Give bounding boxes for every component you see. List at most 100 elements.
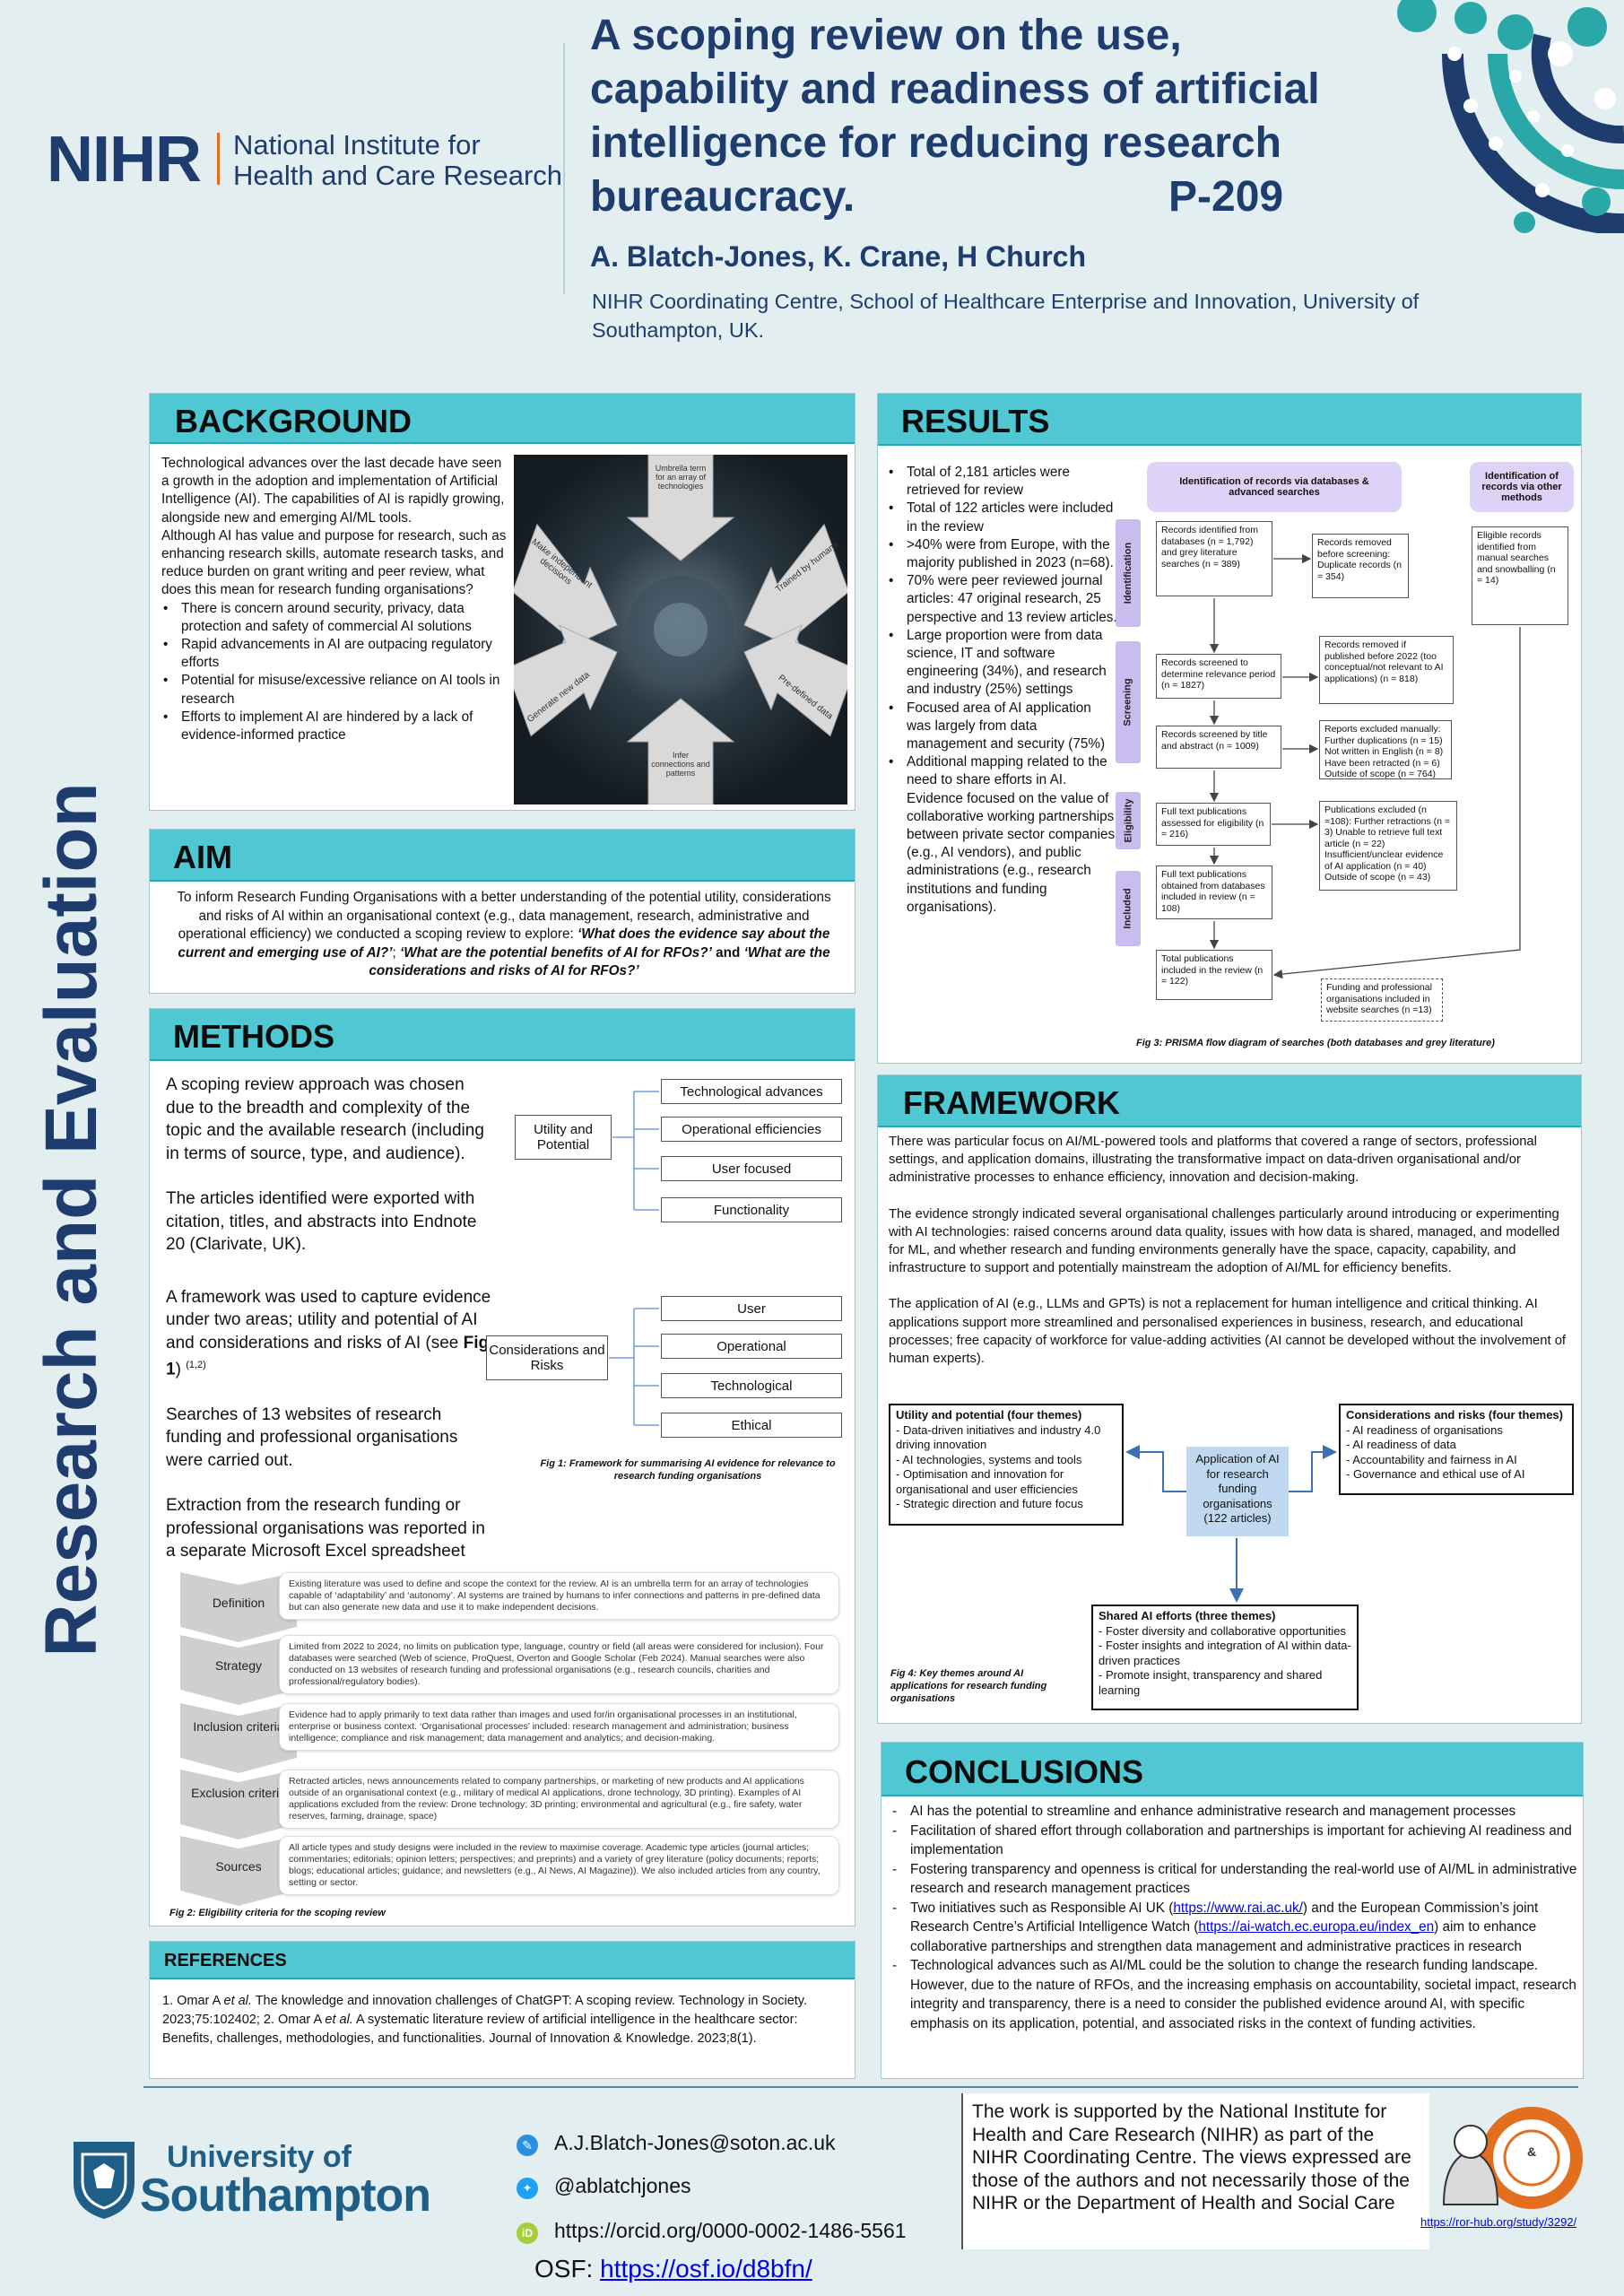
fig4-utility-box: Utility and potential (four themes) - Da… — [889, 1404, 1124, 1526]
footer-divider — [143, 2086, 1578, 2088]
nihr-logo-subtitle-2: Health and Care Research — [233, 160, 563, 191]
aim-header: AIM — [150, 830, 855, 882]
fig1-item: User — [661, 1296, 842, 1321]
criteria-text: Existing literature was used to define a… — [279, 1572, 839, 1620]
header-divider — [563, 43, 565, 294]
poster-id: P-209 — [1168, 173, 1284, 221]
conclusion-item: Facilitation of shared effort through co… — [890, 1822, 1577, 1860]
background-header: BACKGROUND — [150, 394, 855, 444]
prisma-removed-published: Records removed if published before 2022… — [1319, 636, 1454, 704]
framework-panel: FRAMEWORK There was particular focus on … — [877, 1074, 1582, 1724]
aim-text: To inform Research Funding Organisations… — [177, 890, 831, 979]
fig1-item: Technological advances — [661, 1079, 842, 1104]
prisma-other-records: Eligible records identified from manual … — [1472, 526, 1568, 625]
prisma-excluded-manual: Reports excluded manually: Further dupli… — [1319, 720, 1452, 779]
contact-orcid-row: iD https://orcid.org/0000-0002-1486-5561 — [517, 2219, 938, 2269]
osf-link[interactable]: https://osf.io/d8bfn/ — [600, 2255, 812, 2283]
result-bullet: Total of 122 articles were included in t… — [887, 500, 1118, 535]
rai-link[interactable]: https://www.rai.ac.uk/ — [1173, 1900, 1303, 1916]
criteria-text: Retracted articles, news announcements r… — [279, 1770, 839, 1829]
prisma-phase-included: Included — [1116, 871, 1141, 946]
authors: A. Blatch-Jones, K. Crane, H Church — [590, 240, 1086, 273]
criteria-text: All article types and study designs were… — [279, 1836, 839, 1895]
fig1-item: Ethical — [661, 1413, 842, 1438]
prisma-fulltext-db: Full text publications obtained from dat… — [1156, 865, 1272, 919]
conclusion-item: Technological advances such as AI/ML cou… — [890, 1956, 1577, 2033]
criteria-chevron: Strategy — [180, 1635, 297, 1705]
fig1-item: Technological — [661, 1373, 842, 1398]
orcid-icon: iD — [517, 2222, 538, 2244]
conclusions-heading: CONCLUSIONS — [905, 1753, 1144, 1790]
title-line-1: A scoping review on the use, — [590, 12, 1182, 59]
framework-para-1: There was particular focus on AI/ML-powe… — [889, 1135, 1537, 1186]
result-bullet: Additional mapping related to the need t… — [887, 753, 1118, 917]
prisma-records-identified: Records identified from databases (n = 1… — [1156, 521, 1272, 596]
framework-heading: FRAMEWORK — [903, 1084, 1120, 1121]
background-heading: BACKGROUND — [175, 403, 412, 439]
aim-question-1: ‘What does the evidence say about the cu… — [178, 926, 830, 961]
arrow-label-top: Umbrella term for an array of technologi… — [655, 464, 707, 491]
prisma-head-other: Identification of records via other meth… — [1470, 462, 1574, 512]
prisma-phase-identification: Identification — [1116, 519, 1141, 627]
aim-question-3: ‘What are the considerations and risks o… — [369, 944, 830, 979]
references-header: REFERENCES — [150, 1942, 855, 1979]
ror-hub-logo: & — [1426, 2106, 1596, 2210]
criteria-text: Limited from 2022 to 2024, no limits on … — [279, 1635, 839, 1694]
prisma-funding-orgs: Funding and professional organisations i… — [1321, 978, 1443, 1022]
email-icon: ✎ — [517, 2135, 538, 2156]
decorative-circles — [1397, 0, 1624, 233]
aim-question-2: ‘What are the potential benefits of AI f… — [399, 944, 712, 961]
methods-text: A scoping review approach was chosen due… — [166, 1074, 494, 1563]
poster-title: A scoping review on the use, capability … — [590, 9, 1487, 224]
results-bullets: Total of 2,181 articles were retrieved f… — [887, 464, 1118, 917]
criteria-chevron: Inclusion criteria — [180, 1703, 297, 1773]
aim-statement: To inform Research Funding Organisations… — [177, 890, 831, 942]
twitter-handle[interactable]: @ablatchjones — [554, 2174, 691, 2197]
background-para-1: Technological advances over the last dec… — [161, 456, 505, 526]
conclusions-panel: CONCLUSIONS AI has the potential to stre… — [881, 1742, 1584, 2079]
framework-text: There was particular focus on AI/ML-powe… — [889, 1133, 1574, 1368]
prisma-screened-title: Records screened by title and abstract (… — [1156, 726, 1281, 769]
fig1-caption: Fig 1: Framework for summarising AI evid… — [540, 1458, 836, 1482]
nihr-logo-mark: NIHR — [47, 124, 202, 196]
fig4-caption: Fig 4: Key themes around AI applications… — [890, 1668, 1047, 1704]
side-title-text: Research and Evaluation — [30, 782, 112, 1657]
orcid-link[interactable]: https://orcid.org/0000-0002-1486-5561 — [554, 2219, 907, 2242]
fig4-shared-box: Shared AI efforts (three themes) - Foste… — [1091, 1605, 1359, 1710]
contact-twitter-row: ✦ @ablatchjones — [517, 2174, 938, 2222]
affiliation-line-2: Southampton, UK. — [592, 318, 765, 342]
prisma-records-removed: Records removed before screening: Duplic… — [1312, 534, 1409, 598]
ror-hub-link[interactable]: https://ror-hub.org/study/3292/ — [1420, 2215, 1577, 2229]
background-panel: BACKGROUND Technological advances over t… — [149, 393, 855, 811]
fig1-item: Functionality — [661, 1197, 842, 1222]
prisma-arrows — [1209, 553, 1521, 979]
fig4-considerations-box: Considerations and risks (four themes) -… — [1339, 1404, 1574, 1495]
conclusion-item: Fostering transparency and openness is c… — [890, 1860, 1577, 1899]
title-line-4: bureaucracy. — [590, 173, 855, 221]
osf-line: OSF: https://osf.io/d8bfn/ — [534, 2255, 812, 2283]
criteria-text: Evidence had to apply primarily to text … — [279, 1703, 839, 1751]
uni-line-1: University of — [167, 2140, 352, 2174]
side-title: Research and Evaluation — [18, 753, 126, 1686]
results-panel: RESULTS Total of 2,181 articles were ret… — [877, 393, 1582, 1064]
result-bullet: >40% were from Europe, with the majority… — [887, 536, 1118, 572]
ai-watch-link[interactable]: https://ai-watch.ec.europa.eu/index_en — [1198, 1919, 1435, 1935]
methods-para-4: Searches of 13 websites of research fund… — [166, 1405, 458, 1470]
email-address[interactable]: A.J.Blatch-Jones@soton.ac.uk — [554, 2131, 836, 2154]
references-heading: REFERENCES — [164, 1951, 287, 1970]
criteria-chevron: Exclusion criteria — [180, 1770, 297, 1839]
nihr-logo: NIHR National Institute for Health and C… — [47, 124, 562, 196]
background-bullet: There is concern around security, privac… — [161, 600, 511, 636]
title-line-2: capability and readiness of artificial — [590, 65, 1320, 113]
prisma-fulltext-assessed: Full text publications assessed for elig… — [1156, 803, 1271, 846]
framework-para-2: The evidence strongly indicated several … — [889, 1206, 1560, 1276]
ai-illustration: Umbrella term for an array of technologi… — [514, 455, 847, 804]
southampton-logo: University of Southampton — [70, 2138, 482, 2222]
methods-para-3: A framework was used to capture evidence… — [166, 1287, 491, 1379]
arrow-label-bottom: Infer connections and patterns — [651, 751, 710, 778]
references-panel: REFERENCES 1. Omar A et al. The knowledg… — [149, 1941, 855, 2079]
prisma-publications-excluded: Publications excluded (n =108): Further … — [1319, 801, 1457, 891]
uni-line-2: Southampton — [140, 2170, 431, 2222]
background-bullet: Rapid advancements in AI are outpacing r… — [161, 636, 511, 672]
svg-text:&: & — [1527, 2144, 1536, 2159]
